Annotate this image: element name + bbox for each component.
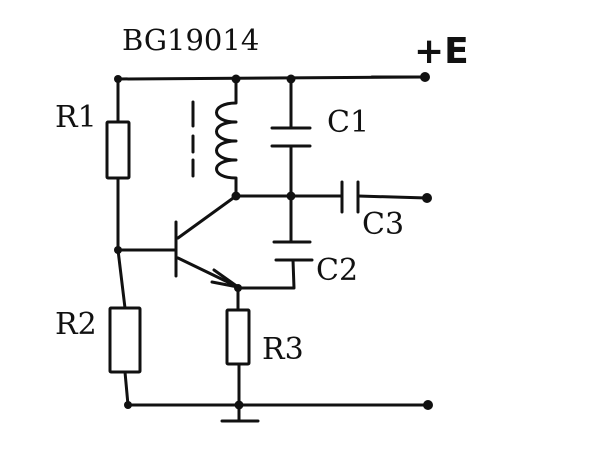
ground-terminal-dot [423,400,433,410]
junction-dot [234,400,244,410]
c2-label: C2 [316,253,359,288]
junction-dot [114,75,122,83]
junction-dot [231,74,241,84]
r2-resistor [108,306,142,374]
c3-capacitor [340,180,360,214]
r1-resistor [105,120,131,180]
supply-voltage-label: +E [414,31,469,72]
junction-dot [124,401,132,409]
r3-resistor [225,308,251,366]
junction-dot [286,74,296,84]
r1-wire [116,77,178,252]
junction-dot [231,191,241,201]
transistor-emitter-arrow [210,268,240,289]
junction-dot [286,191,296,201]
collector-node-wire [234,194,429,200]
inductor-coil [215,77,238,198]
c1-label: C1 [327,105,370,140]
c2-capacitor [272,240,314,262]
transistor-emitter-lead [176,256,240,289]
transistor-collector-lead [176,194,238,240]
c2-wire [236,194,296,290]
r3-label: R3 [262,332,304,367]
junction-dot [114,246,122,254]
transistor-model-label: BG19014 [122,23,260,57]
c1-capacitor [270,126,312,148]
r3-wire [236,286,241,407]
c3-label: C3 [362,207,405,242]
r2-label: R2 [55,307,97,342]
output-terminal-dot [422,193,432,203]
r1-label: R1 [55,100,97,135]
junction-dot [234,284,242,292]
supply-terminal-dot [420,72,430,82]
r2-wire [116,248,130,407]
